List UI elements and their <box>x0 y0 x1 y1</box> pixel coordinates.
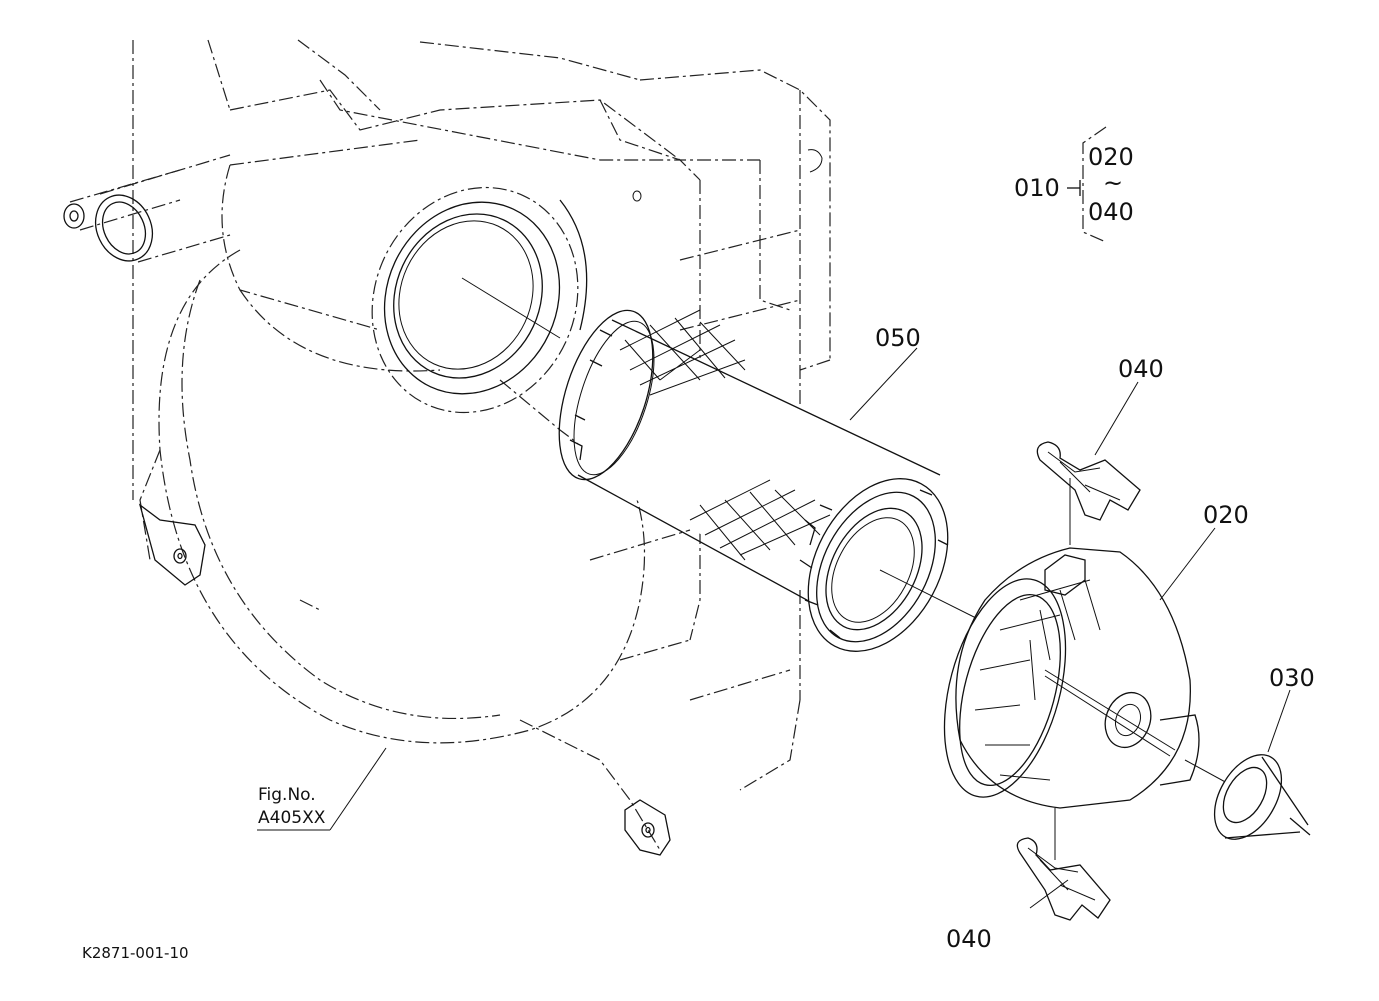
evacuator-valve <box>1213 754 1311 840</box>
figure-reference-label: Fig.No. <box>258 785 316 805</box>
bracket-range-mark: ~ <box>1103 169 1123 197</box>
cover <box>943 547 1200 809</box>
assembly-axis-upper <box>461 277 561 339</box>
filter-mesh-pattern <box>619 309 831 561</box>
air-cleaner-housing <box>63 39 831 856</box>
clip-top <box>1036 441 1141 521</box>
leader-lines <box>257 347 1291 909</box>
bracket-range-from: 020 <box>1088 143 1134 171</box>
callout-clip-bottom: 040 <box>946 925 992 953</box>
filter-element <box>558 309 949 652</box>
assembly-bracket: 010 020 ~ 040 <box>1014 126 1134 243</box>
figure-reference-number: A405XX <box>258 808 326 828</box>
callout-filter-element: 050 <box>875 324 921 352</box>
bracket-range-to: 040 <box>1088 198 1134 226</box>
clip-bottom <box>1016 837 1111 921</box>
assembly-axis-middle <box>879 569 991 626</box>
callout-evacuator-valve: 030 <box>1269 664 1315 692</box>
callout-clip-top: 040 <box>1118 355 1164 383</box>
drawing-code: K2871-001-10 <box>82 944 189 962</box>
bracket-parent-number: 010 <box>1014 174 1060 202</box>
callout-cover: 020 <box>1203 501 1249 529</box>
